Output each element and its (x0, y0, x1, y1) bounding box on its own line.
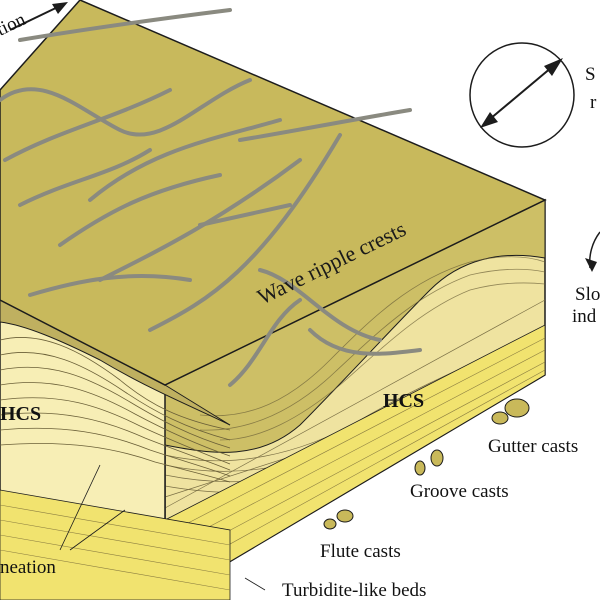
groove-casts-label: Groove casts (410, 481, 509, 502)
crest-line (228, 298, 302, 387)
sole-casts (323, 398, 530, 530)
crest-line (0, 78, 252, 137)
flute-cast (323, 518, 337, 530)
crest-line (258, 268, 382, 342)
rose2-label-top: Slo (575, 284, 600, 305)
crest-line (28, 274, 192, 297)
crest-line (58, 173, 222, 247)
top-surface (0, 0, 547, 386)
crest-line (148, 133, 342, 332)
crest-line (18, 148, 152, 207)
hcs-left-label: HCS (0, 403, 41, 425)
wave-ripple-crests (0, 8, 422, 387)
groove-cast (430, 449, 444, 467)
rose-diagram-top: S r (469, 42, 597, 148)
crest-line (3, 88, 172, 162)
crest-line (308, 328, 422, 356)
flute-casts-label: Flute casts (320, 541, 401, 562)
front-face (0, 299, 231, 600)
crest-line (198, 203, 292, 227)
flute-cast (336, 509, 354, 523)
rose1-label-bottom: r (590, 92, 597, 113)
right-face (164, 198, 546, 600)
gutter-cast (504, 398, 530, 418)
rose1-label-top: S (585, 64, 596, 85)
gutter-cast (491, 411, 509, 425)
crest-line (98, 158, 302, 282)
hcs-right-label: HCS (383, 390, 424, 412)
crest-line (238, 108, 412, 142)
groove-cast (414, 460, 426, 476)
rose2-label-bottom: ind (572, 306, 597, 327)
crest-line (18, 8, 232, 42)
direction-label: tion (0, 9, 29, 41)
crest-line (88, 118, 282, 202)
lineation-label: neation (0, 557, 56, 578)
gutter-casts-label: Gutter casts (488, 436, 578, 457)
leader-lines (59, 464, 266, 591)
rose-diagram-bottom: Slo ind (572, 231, 600, 327)
turbidite-beds-label: Turbidite-like beds (282, 580, 426, 600)
